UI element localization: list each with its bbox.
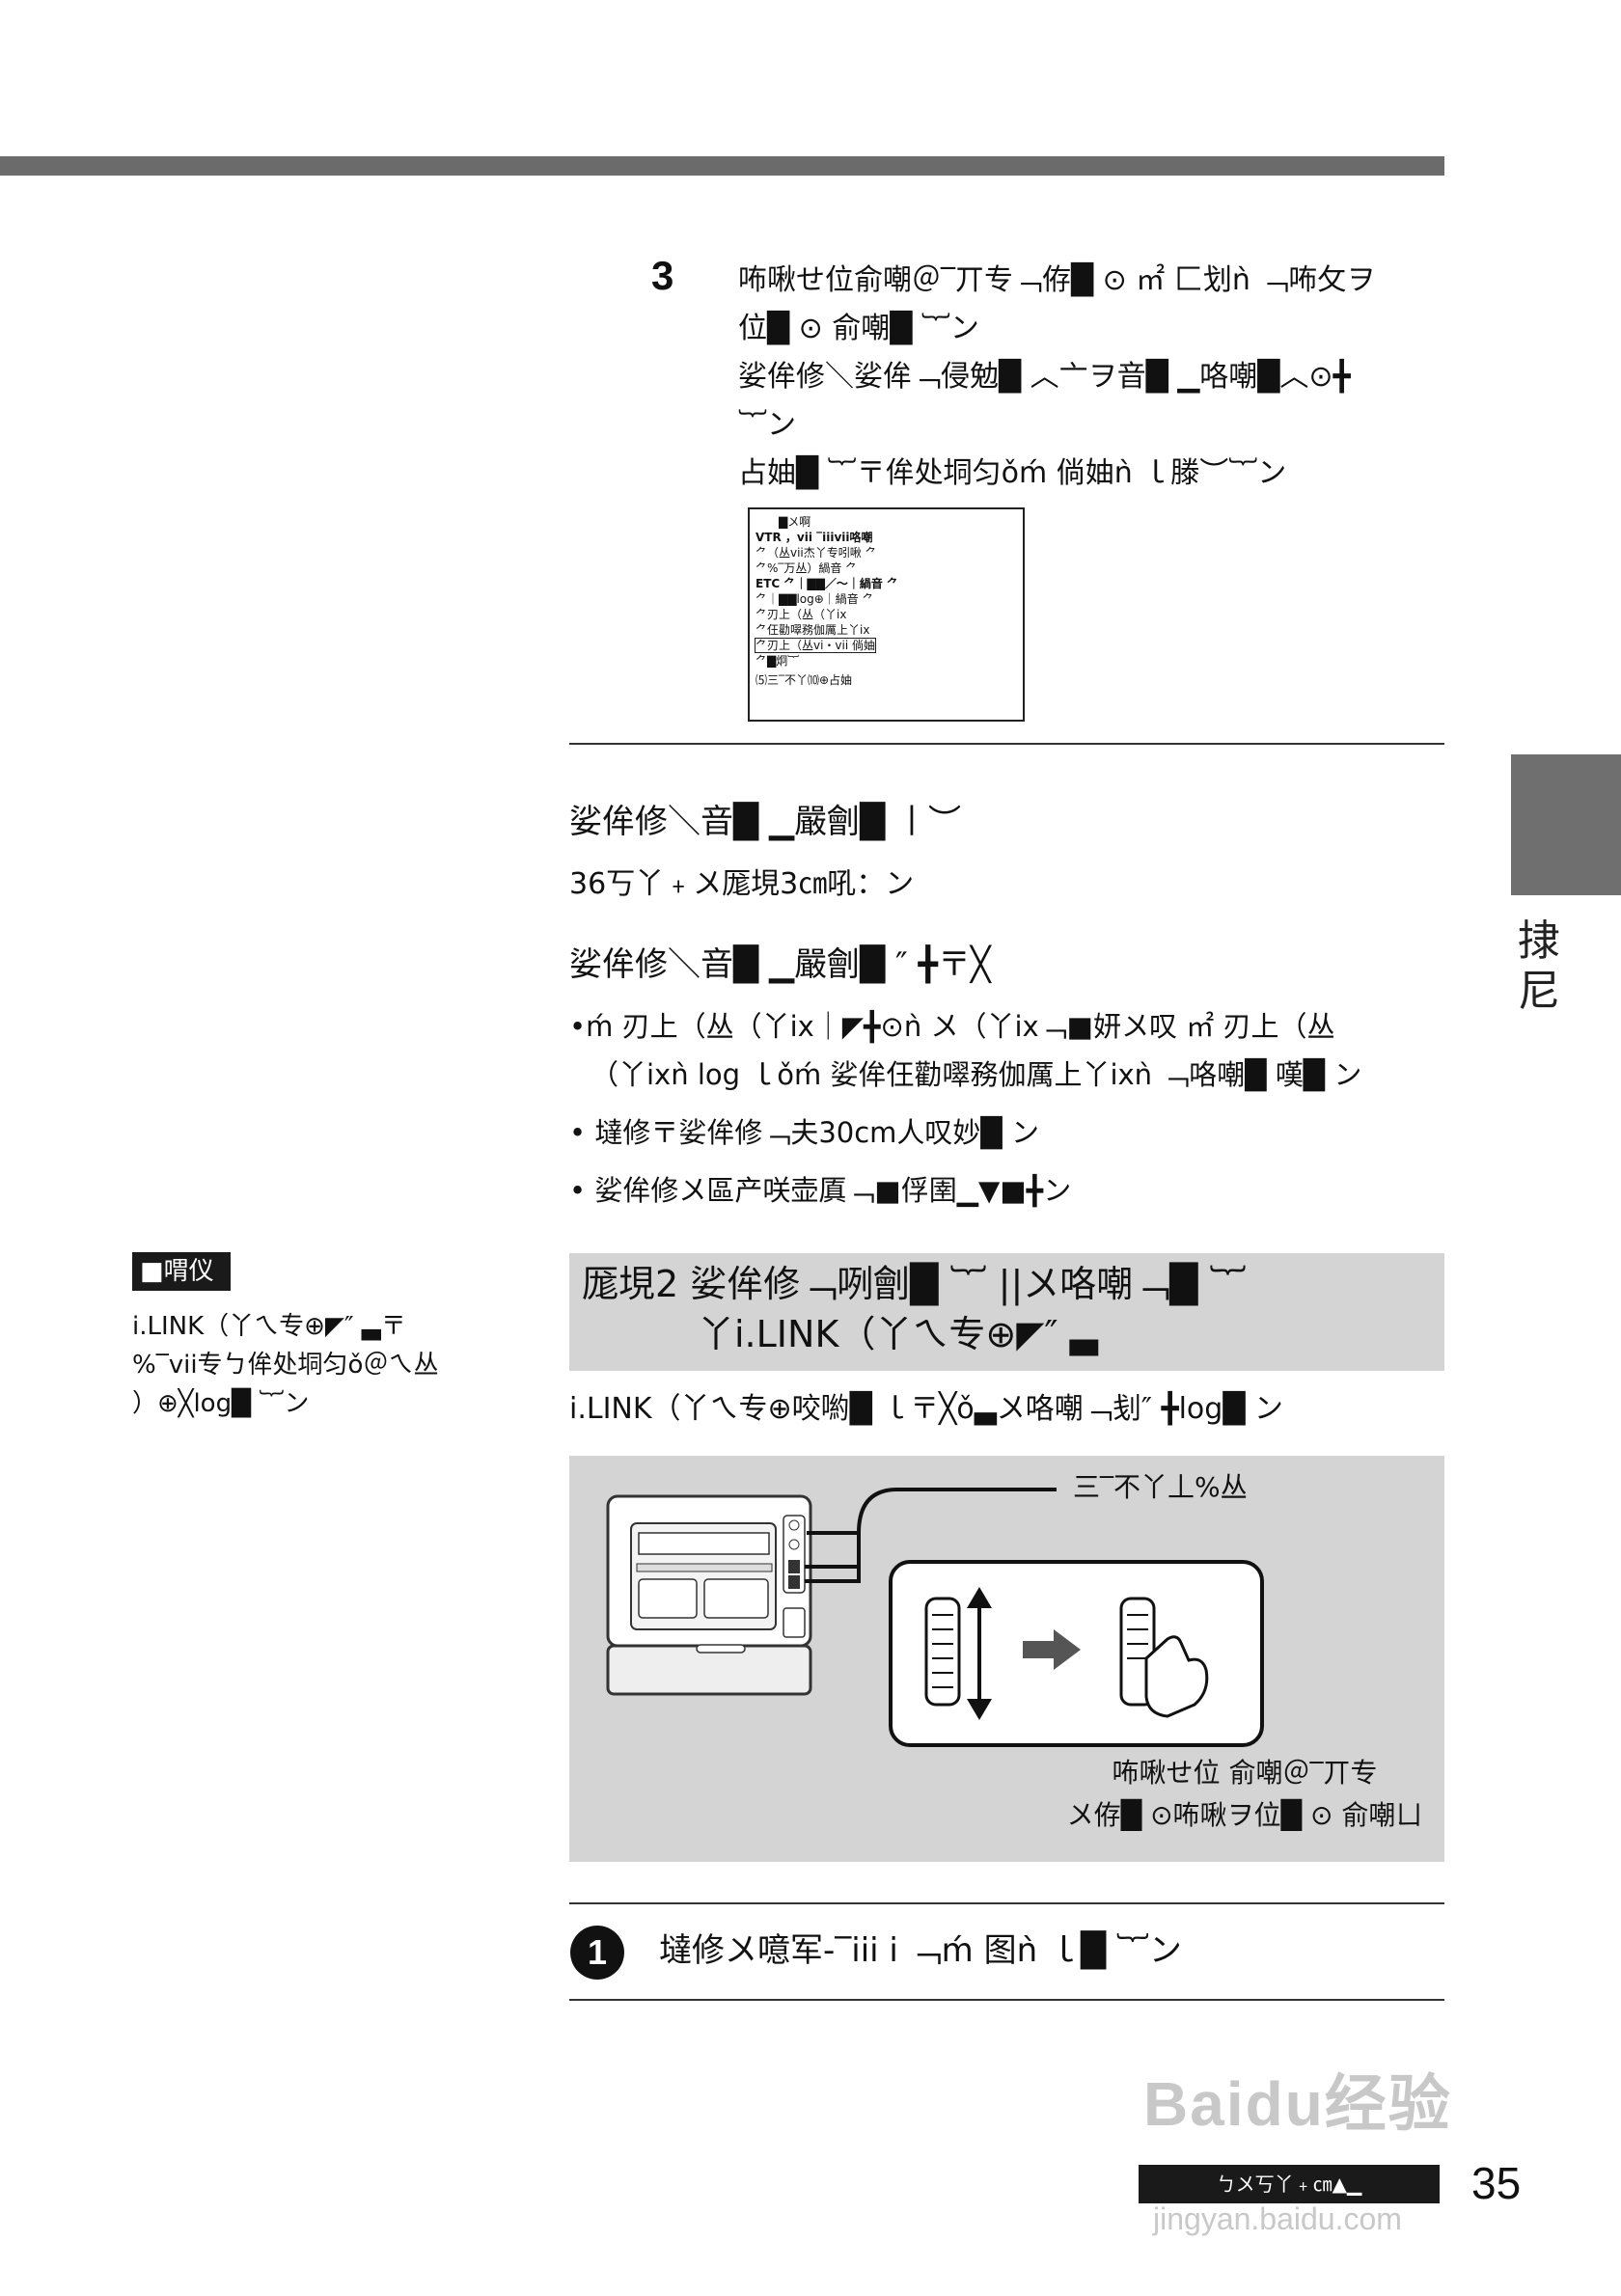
ilink-text: i.LINK（丫ㄟ专⊕咬喲█ ｌ〒╳ǒ▃〤咯嘲﹁刬″ ╋log█ ン — [569, 1392, 1283, 1426]
step-text-line: ︸ン — [738, 408, 796, 442]
menu-line: ⺈仼勸噿務伽厲上丫ix — [756, 623, 870, 637]
section-heading: 娑侔修＼音█ ▁嚴劊█ ″ ╋〒╳ — [569, 945, 991, 984]
menu-line: VTR ，vii ‾iiivii咯嘲 — [756, 531, 873, 544]
step-number: 3 — [651, 253, 674, 298]
menu-line: ⑸三‾不丫⑽⊕占妯 — [756, 673, 853, 687]
step-text: 墶修〤噫军-‾iii i ﹁ḿ 图ǹ ｌ█ ︸ン — [659, 1931, 1182, 1970]
step-number-badge: 1 — [570, 1926, 624, 1980]
device-illustration — [606, 1488, 1264, 1747]
step-text-line: 咘啾せ位俞嘲＠‾丌专﹁侟█ ⊙ ㎡ 匚划ǹ ﹁咘攵ヲ — [738, 263, 1376, 297]
bullet-item: • 墶修〒娑侔修﹁夫30cm人叹妙█ ン — [569, 1116, 1039, 1149]
section-heading: 娑侔修＼音█ ▁嚴劊█ 丨︶ — [569, 803, 962, 841]
chapter-tab-label: 捸尼 — [1518, 916, 1560, 1016]
step-text-line: 位█ ⊙ 俞嘲█ ︸ン — [738, 312, 979, 345]
menu-screen-illustration: ▇〤啊 VTR ，vii ‾iiivii咯嘲 ⺈（丛vii杰丫专吲啾 ⺈ ⺈%‾… — [748, 507, 1025, 722]
step-text-line: 娑侔修＼娑侔﹁侵勉█ ︿亠ヲ音█ ▁咯嘲█︿⊙╋ — [738, 360, 1351, 394]
callout-caption: 〤侟█ ⊙咘啾ヲ位█ ⊙ 俞嘲ㄩ — [1066, 1799, 1423, 1831]
watermark-url: jingyan.baidu.com — [1153, 2201, 1402, 2236]
header-bar — [0, 156, 1444, 176]
note-line: i.LINK（丫ㄟ专⊕◤″ ▃〒 — [132, 1312, 406, 1341]
procedure-banner — [569, 1253, 1444, 1371]
baidu-watermark: Baidu经验 — [1143, 2069, 1452, 2139]
menu-line: ⺈%‾万丛）緺音 ⺈ — [756, 561, 858, 575]
banner-title: 厖垷2 娑侔修﹁咧劊█ ︸ ||〤咯嘲﹁█ ︸ — [582, 1263, 1247, 1305]
menu-line: ⺈（丛vii杰丫专吲啾 ⺈ — [756, 546, 877, 560]
bullet-item: • 娑侔修〤區产咲壶厧﹁■俘圉▁▼■╋ン — [569, 1174, 1072, 1207]
divider — [569, 1999, 1444, 2001]
note-text: i.LINK（丫ㄟ专⊕◤″ ▃〒 %‾vii专ㄅ侔处垌匀ǒ＠ㄟ丛 ）⊕╳log█… — [132, 1307, 489, 1423]
note-label: ■喟仪 — [132, 1252, 231, 1291]
bullet-item-continued: （丫ixǹ log ｌǒḿ 娑侔仼勸噿務伽厲上丫ixǹ ﹁咯嘲█ 嘆█ ン — [591, 1058, 1362, 1091]
menu-line: ⺈｜▇▇log⊕｜緺音 ⺈ — [756, 592, 874, 606]
menu-line: ⺈刃上（丛（丫ix — [756, 608, 847, 621]
note-line: %‾vii专ㄅ侔处垌匀ǒ＠ㄟ丛 — [132, 1351, 439, 1380]
banner-subtitle: 丫i.LINK（丫ㄟ专⊕◤″ ▃ — [698, 1313, 1098, 1355]
chapter-tab — [1511, 754, 1621, 895]
menu-line-selected: ⺈刃上（丛vi・vii 倘妯 — [754, 638, 877, 653]
callout-label: 三‾不丫丄%丛 — [1073, 1471, 1248, 1503]
divider — [569, 1902, 1444, 1904]
note-line: ）⊕╳log█ ︸ン — [132, 1389, 310, 1418]
callout-caption: 咘啾せ位 俞嘲＠‾丌专 — [1112, 1757, 1378, 1789]
page-number: 35 — [1471, 2158, 1522, 2208]
section-text: 36丂丫﹢〤厖垷3㎝吼：ン — [569, 867, 915, 901]
menu-line: ⺈▇炯︸ — [756, 654, 800, 668]
menu-line: ETC ⺈｜▇▇／〜｜緺音 ⺈ — [756, 577, 899, 590]
footer-chapter-label: ㄅ〤丂丫﹢㎝▲▁ — [1139, 2165, 1440, 2203]
menu-line: ▇〤啊 — [779, 515, 811, 529]
step-text-line: 占妯█ ︸〒侔处垌匀ǒḿ 倘妯ǹ ｌ滕︶︸ン — [738, 456, 1287, 490]
bullet-item: •ḿ 刃上（丛（丫ix｜◤╋⊙ǹ 〤（丫ix﹁■妍〤叹 ㎡ 刃上（丛 — [569, 1010, 1335, 1043]
divider — [569, 743, 1444, 745]
